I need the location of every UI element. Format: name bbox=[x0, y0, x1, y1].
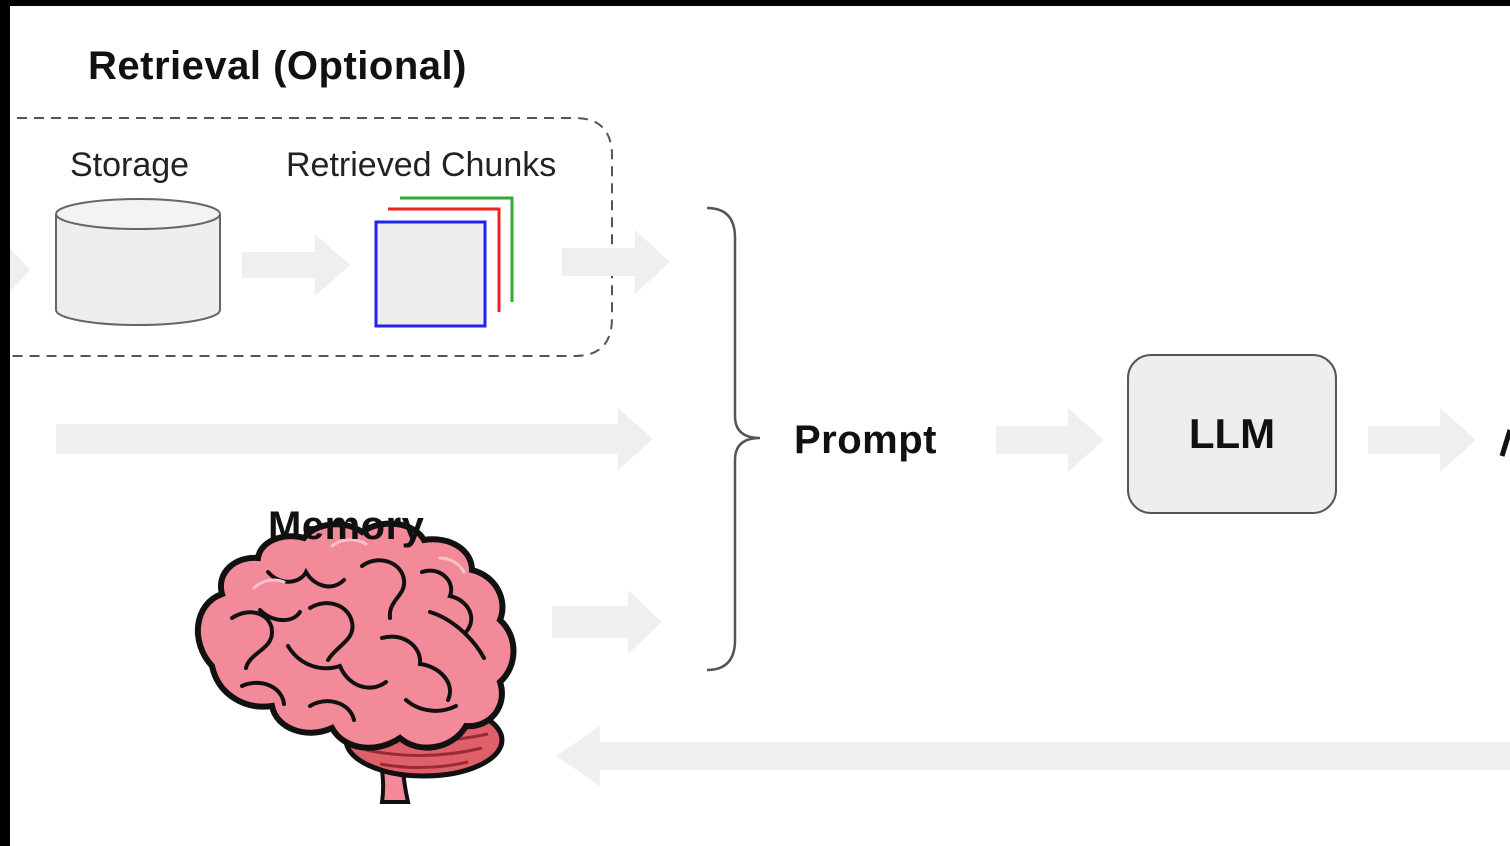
storage-cylinder-icon bbox=[55, 198, 221, 326]
retrieved-chunks-icon bbox=[374, 196, 514, 328]
arrow-into-storage bbox=[10, 248, 30, 292]
retrieved-chunks-label: Retrieved Chunks bbox=[286, 146, 557, 184]
memory-label: Memory bbox=[268, 504, 425, 548]
arrow-llm-to-output bbox=[1368, 408, 1476, 472]
arrow-chunks-to-prompt bbox=[562, 230, 670, 294]
brain-icon bbox=[194, 520, 517, 804]
arrow-storage-to-chunks bbox=[242, 234, 350, 296]
arrow-input-to-prompt bbox=[56, 408, 653, 470]
diagram-graphics bbox=[10, 117, 1510, 804]
diagram-canvas: Retrieval (Optional) Storage Retrieved C… bbox=[10, 6, 1510, 846]
llm-label: LLM bbox=[1188, 410, 1276, 457]
arrow-feedback-to-memory bbox=[556, 726, 1510, 786]
arrow-prompt-to-llm bbox=[996, 408, 1104, 472]
prompt-label: Prompt bbox=[794, 418, 937, 462]
storage-label: Storage bbox=[70, 146, 190, 184]
retrieval-group-boundary bbox=[10, 117, 613, 357]
arrow-memory-to-prompt bbox=[552, 590, 662, 654]
prompt-brace bbox=[706, 206, 761, 672]
cropped-output-glyph bbox=[1499, 429, 1510, 457]
retrieval-group-title: Retrieval (Optional) bbox=[88, 44, 467, 88]
llm-box: LLM bbox=[1127, 354, 1337, 514]
